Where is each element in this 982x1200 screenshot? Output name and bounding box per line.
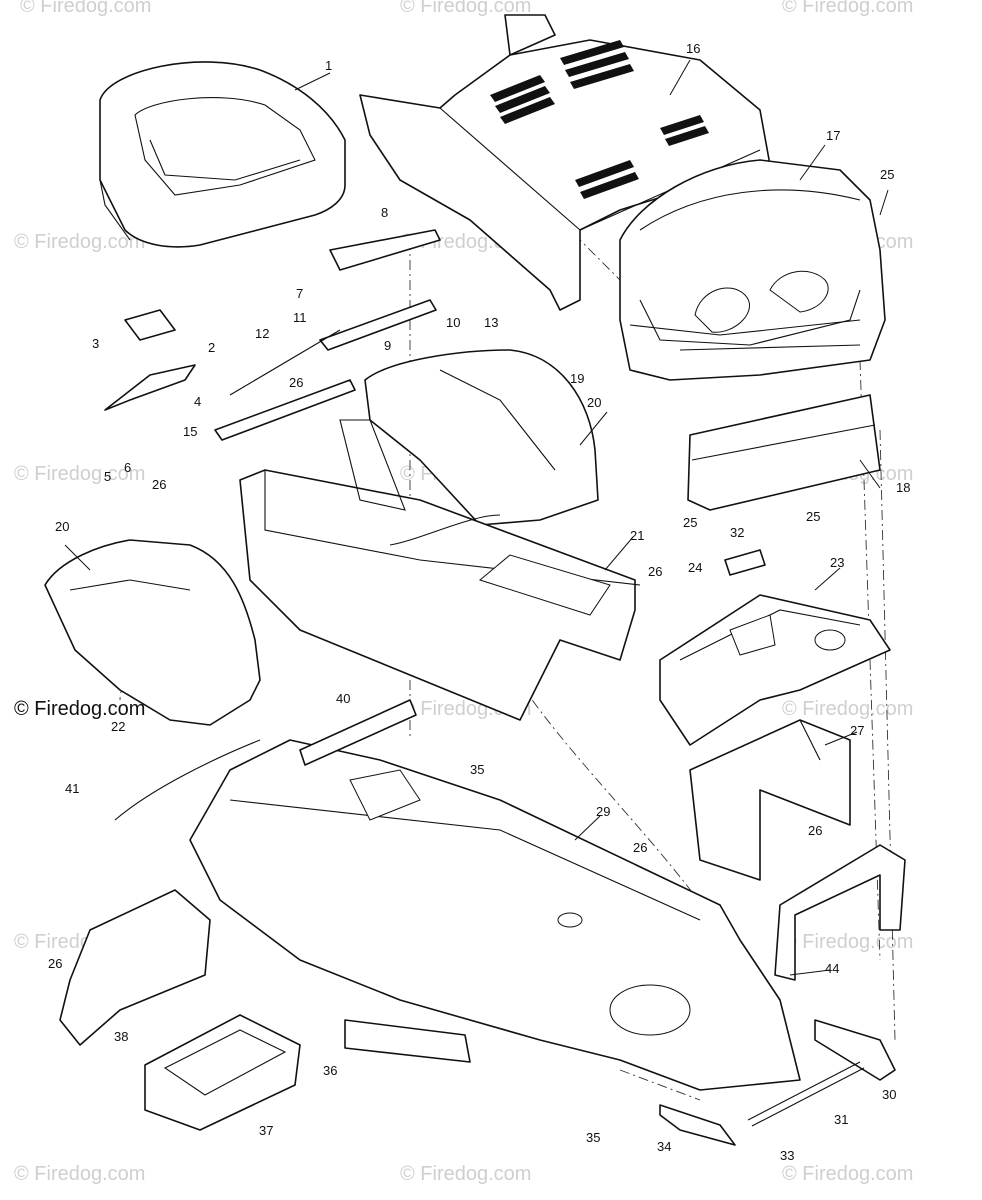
callout-32: 32 xyxy=(730,525,744,540)
main-base xyxy=(189,739,801,1091)
hood xyxy=(359,14,771,311)
callout-38: 38 xyxy=(114,1029,128,1044)
leader-lines xyxy=(64,59,889,976)
callout-15: 15 xyxy=(183,424,197,439)
callout-24: 24 xyxy=(688,560,702,575)
callout-7: 7 xyxy=(296,286,303,301)
watermark: © Firedog.com xyxy=(782,0,913,17)
callout-21: 21 xyxy=(630,528,644,543)
callout-31: 31 xyxy=(834,1112,848,1127)
watermark: © Firedog.com xyxy=(14,231,145,253)
callout-2: 2 xyxy=(208,340,215,355)
callout-30: 30 xyxy=(882,1087,896,1102)
battery-tray xyxy=(144,1014,301,1131)
callout-16: 16 xyxy=(686,41,700,56)
watermark: © Firedog.com xyxy=(782,931,913,953)
steering-bracket xyxy=(689,719,851,881)
callout-8: 8 xyxy=(381,205,388,220)
watermark: © Firedog.com xyxy=(14,463,145,485)
callout-33: 33 xyxy=(780,1148,794,1163)
callout-26d: 26 xyxy=(808,823,822,838)
callout-35a: 35 xyxy=(470,762,484,777)
callout-10: 10 xyxy=(446,315,460,330)
callout-20a: 20 xyxy=(587,395,601,410)
watermark: © Firedog.com xyxy=(400,0,531,17)
callout-13: 13 xyxy=(484,315,498,330)
hood-vents xyxy=(490,40,709,199)
rear-frame xyxy=(239,419,641,721)
nose-trim xyxy=(687,394,881,511)
watermark: © Firedog.com xyxy=(14,1163,145,1185)
side-panel xyxy=(59,889,211,1046)
callout-19: 19 xyxy=(570,371,584,386)
watermark: © Firedog.com xyxy=(782,1163,913,1185)
lower-brackets xyxy=(659,1019,896,1146)
watermark: © Firedog.com xyxy=(400,1163,531,1185)
callout-9: 9 xyxy=(384,338,391,353)
callout-23: 23 xyxy=(830,555,844,570)
pad xyxy=(344,1019,471,1063)
callout-29: 29 xyxy=(596,804,610,819)
callout-44: 44 xyxy=(825,961,839,976)
callout-4: 4 xyxy=(194,394,201,409)
callout-26b: 26 xyxy=(152,477,166,492)
seat xyxy=(99,61,346,248)
small-parts xyxy=(104,229,766,821)
callout-27: 27 xyxy=(850,723,864,738)
callout-34: 34 xyxy=(657,1139,671,1154)
callout-40: 40 xyxy=(336,691,350,706)
fender-left xyxy=(44,539,261,726)
fender-right xyxy=(364,349,599,526)
callout-26a: 26 xyxy=(289,375,303,390)
dash-panel xyxy=(659,594,891,746)
callout-3: 3 xyxy=(92,336,99,351)
callout-25a: 25 xyxy=(880,167,894,182)
watermark: © Firedog.com xyxy=(20,0,151,17)
callout-41: 41 xyxy=(65,781,79,796)
callout-17: 17 xyxy=(826,128,840,143)
callout-12: 12 xyxy=(255,326,269,341)
front-bracket xyxy=(774,844,906,981)
callout-25b: 25 xyxy=(683,515,697,530)
brand-watermark: © Firedog.com xyxy=(14,698,145,720)
callout-6: 6 xyxy=(124,460,131,475)
callout-26c: 26 xyxy=(648,564,662,579)
callout-18: 18 xyxy=(896,480,910,495)
callout-26f: 26 xyxy=(48,956,62,971)
callout-22: 22 xyxy=(111,719,125,734)
callout-35b: 35 xyxy=(586,1130,600,1145)
callout-25c: 25 xyxy=(806,509,820,524)
watermark: © Firedog.com xyxy=(782,698,913,720)
grille-housing xyxy=(619,159,886,381)
callout-37: 37 xyxy=(259,1123,273,1138)
callout-1: 1 xyxy=(325,58,332,73)
callout-5: 5 xyxy=(104,469,111,484)
callout-26e: 26 xyxy=(633,840,647,855)
callouts: 1 2 3 4 5 6 7 8 9 10 11 12 13 15 16 17 1… xyxy=(48,41,910,1163)
callout-20b: 20 xyxy=(55,519,69,534)
callout-36: 36 xyxy=(323,1063,337,1078)
callout-11: 11 xyxy=(293,310,307,325)
